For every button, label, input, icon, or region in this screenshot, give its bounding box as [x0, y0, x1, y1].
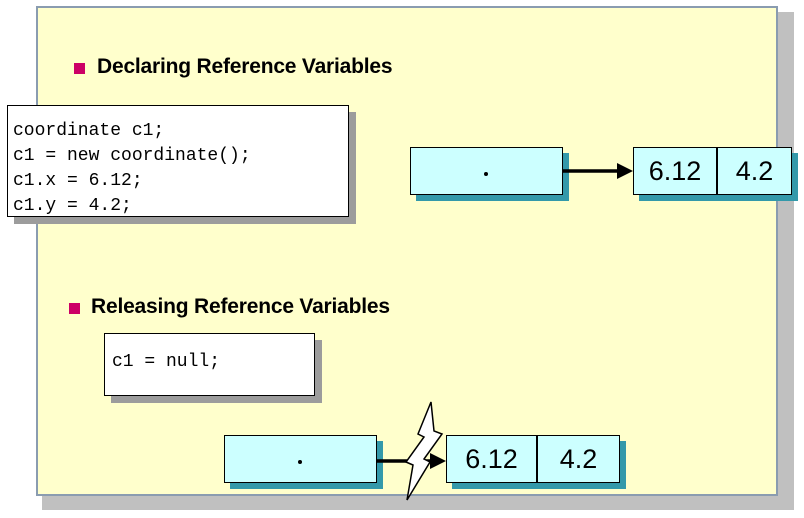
- code-box-releasing: c1 = null;: [104, 333, 315, 396]
- reference-arrow: [563, 163, 633, 179]
- released-reference-box: [224, 435, 377, 483]
- orphaned-field-x: 6.12: [446, 435, 537, 483]
- reference-dot: [298, 460, 302, 464]
- heading-releasing: Releasing Reference Variables: [91, 295, 390, 318]
- code-line: c1 = null;: [112, 352, 221, 372]
- slide-panel: [36, 6, 778, 496]
- code-line: coordinate c1;: [13, 121, 165, 141]
- object-field-y: 4.2: [717, 147, 792, 195]
- bullet-releasing: [69, 303, 80, 314]
- lightning-bolt-icon: [404, 401, 444, 501]
- code-line: c1.x = 6.12;: [13, 171, 143, 191]
- code-line: c1.y = 4.2;: [13, 196, 132, 216]
- code-line: c1 = new coordinate();: [13, 146, 251, 166]
- reference-dot: [484, 172, 488, 176]
- orphaned-field-y: 4.2: [537, 435, 620, 483]
- bullet-declaring: [74, 63, 85, 74]
- object-field-x: 6.12: [633, 147, 717, 195]
- heading-declaring: Declaring Reference Variables: [97, 55, 393, 78]
- reference-variable-box: [410, 147, 563, 195]
- code-box-declaring: coordinate c1; c1 = new coordinate(); c1…: [7, 105, 349, 217]
